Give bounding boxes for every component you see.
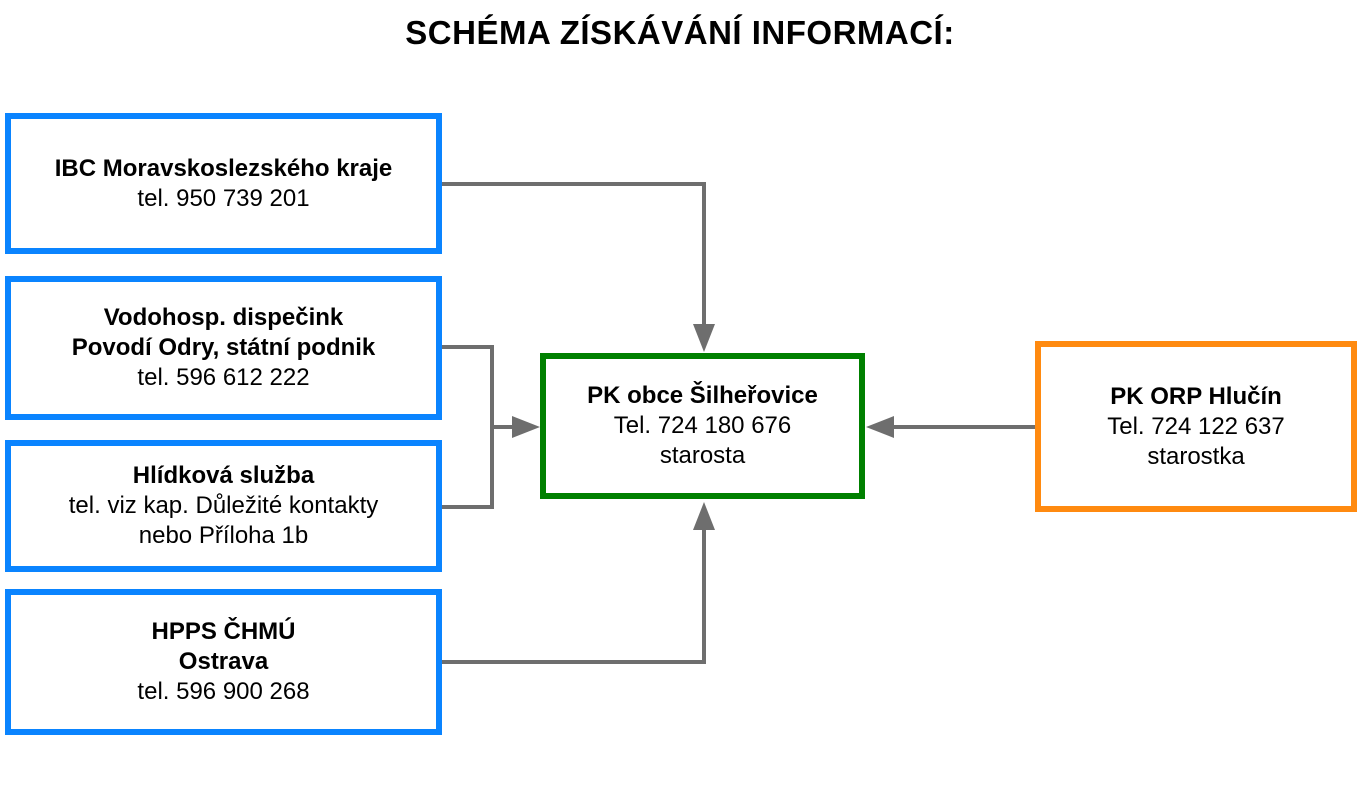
- arrowhead-ibc: [693, 324, 715, 352]
- source-name: IBC Moravskoslezského kraje: [54, 154, 393, 182]
- connector-hpps: [441, 530, 706, 664]
- arrowhead-merge: [512, 416, 540, 438]
- source-note: nebo Příloha 1b: [138, 522, 309, 549]
- source-name: Vodohosp. dispečink: [103, 304, 344, 331]
- orp-box: PK ORP Hlučín Tel. 724 122 637 starostka: [1035, 341, 1357, 512]
- source-organization: Povodí Odry, státní podnik: [71, 334, 376, 361]
- orp-phone: Tel. 724 122 637: [1107, 412, 1285, 440]
- source-box-vodohosp: Vodohosp. dispečink Povodí Odry, státní …: [5, 276, 442, 420]
- center-box: PK obce Šilheřovice Tel. 724 180 676 sta…: [540, 353, 865, 499]
- source-name: HPPS ČHMÚ: [151, 618, 296, 645]
- orp-role: starostka: [1147, 442, 1245, 470]
- arrowhead-orp: [866, 416, 894, 438]
- source-location: Ostrava: [178, 648, 269, 675]
- center-role: starosta: [659, 442, 746, 469]
- orp-name: PK ORP Hlučín: [1110, 382, 1282, 410]
- source-name: Hlídková služba: [132, 462, 315, 489]
- arrowhead-hpps: [693, 502, 715, 530]
- connector-ibc: [441, 182, 706, 324]
- center-name: PK obce Šilheřovice: [587, 382, 818, 409]
- center-phone: Tel. 724 180 676: [613, 412, 792, 439]
- source-box-hlidkova: Hlídková služba tel. viz kap. Důležité k…: [5, 440, 442, 572]
- source-phone: tel. 596 900 268: [137, 678, 310, 705]
- source-phone: tel. 596 612 222: [137, 364, 310, 391]
- diagram-title: SCHÉMA ZÍSKÁVÁNÍ INFORMACÍ:: [405, 14, 955, 51]
- source-phone: tel. 950 739 201: [137, 184, 310, 212]
- source-box-hpps: HPPS ČHMÚ Ostrava tel. 596 900 268: [5, 589, 442, 735]
- source-box-ibc: IBC Moravskoslezského kraje tel. 950 739…: [5, 113, 442, 254]
- source-phone: tel. viz kap. Důležité kontakty: [68, 492, 379, 519]
- connector-vodohosp: [441, 345, 494, 509]
